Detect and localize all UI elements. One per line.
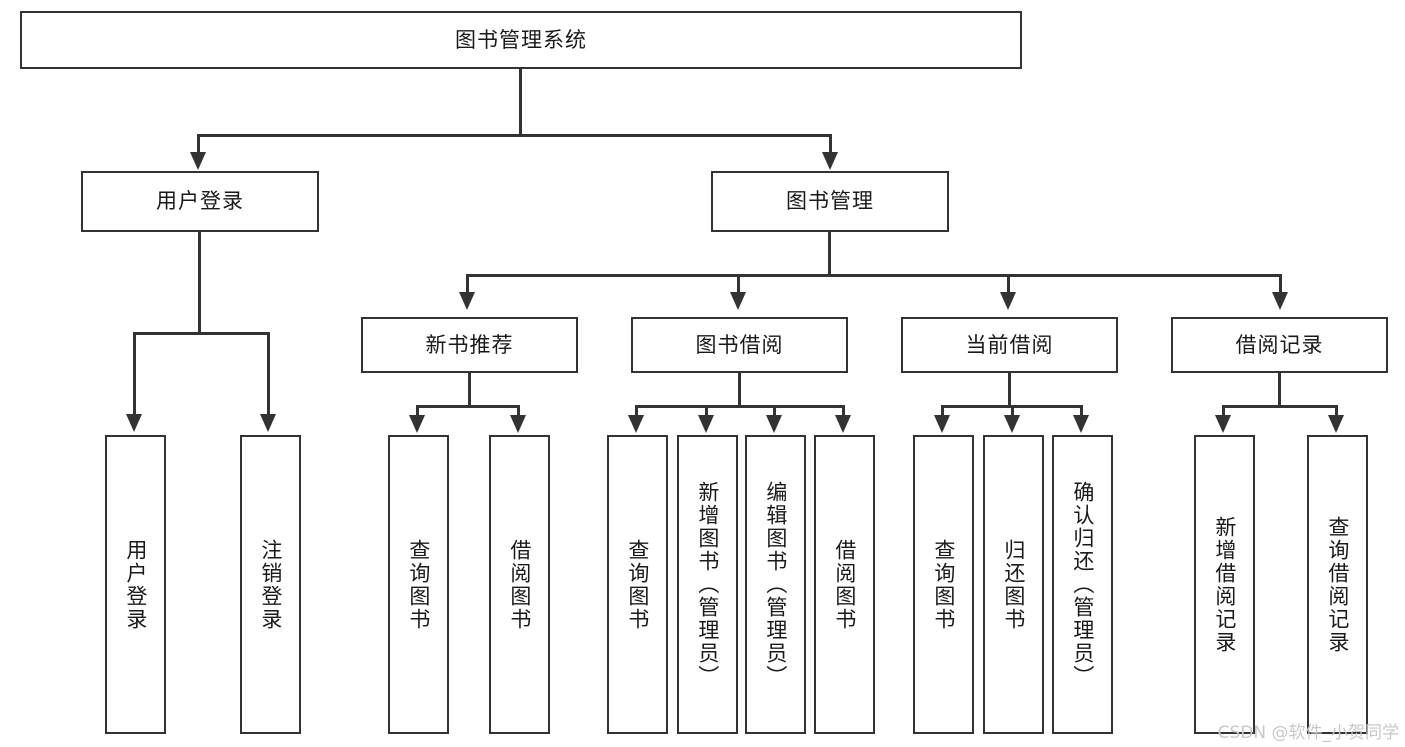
connector-root-drop-left	[197, 134, 200, 156]
connector-br-bus	[1222, 405, 1338, 408]
arrow-nbr-leaf-1	[409, 415, 425, 433]
node-label: 借阅图书	[507, 538, 532, 631]
connector-bm-drop-3	[1007, 274, 1010, 296]
node-book-manage[interactable]: 图书管理	[711, 171, 949, 232]
connector-user-login-drop-2	[267, 332, 270, 417]
arrow-cb-leaf-1	[934, 415, 950, 433]
node-label: 用户登录	[156, 189, 244, 214]
arrow-cb-leaf-3	[1073, 415, 1089, 433]
arrow-bb-leaf-3	[766, 415, 782, 433]
node-label: 当前借阅	[965, 332, 1054, 357]
node-label: 用户登录	[123, 538, 148, 631]
arrow-bb-leaf-1	[628, 415, 644, 433]
connector-br-drop-1	[1222, 405, 1225, 419]
leaf-bb-add-book-admin[interactable]: 新增图书（管理员）	[677, 435, 738, 734]
connector-root-stem	[519, 69, 522, 136]
connector-bm-drop-4	[1279, 274, 1282, 296]
connector-bb-drop-2	[705, 405, 708, 419]
leaf-nbr-query-book[interactable]: 查询图书	[388, 435, 449, 734]
arrow-bm-to-book-borrow	[730, 292, 746, 310]
leaf-br-query-record[interactable]: 查询借阅记录	[1307, 435, 1368, 734]
node-label: 图书管理系统	[455, 27, 587, 52]
connector-nbr-bus	[416, 405, 520, 408]
arrow-bm-to-borrow-record	[1272, 292, 1288, 310]
node-label: 查询图书	[931, 538, 956, 631]
leaf-bb-borrow-book[interactable]: 借阅图书	[814, 435, 875, 734]
arrow-nbr-leaf-2	[510, 415, 526, 433]
arrow-bb-leaf-2	[698, 415, 714, 433]
leaf-cb-return-book[interactable]: 归还图书	[983, 435, 1044, 734]
node-label: 查询图书	[406, 538, 431, 631]
connector-book-manage-bus	[466, 274, 1282, 277]
arrow-br-leaf-2	[1328, 415, 1344, 433]
connector-user-login-bus	[133, 332, 269, 335]
connector-nbr-drop-1	[416, 405, 419, 419]
arrow-bm-to-current-borrow	[1000, 292, 1016, 310]
node-label: 图书借阅	[695, 332, 784, 357]
node-label: 借阅图书	[832, 538, 857, 631]
arrow-root-to-book-manage	[822, 152, 838, 170]
arrow-root-to-user-login	[190, 152, 206, 170]
arrow-bm-to-new-book	[459, 292, 475, 310]
connector-root-drop-right	[829, 134, 832, 156]
csdn-watermark: CSDN @软件_小贺同学	[1217, 723, 1399, 743]
leaf-br-add-record[interactable]: 新增借阅记录	[1194, 435, 1255, 734]
arrow-cb-leaf-2	[1004, 415, 1020, 433]
node-label: 归还图书	[1001, 538, 1026, 631]
node-borrow-record[interactable]: 借阅记录	[1171, 317, 1388, 373]
node-label: 新书推荐	[425, 332, 514, 357]
connector-user-login-stem	[198, 232, 201, 335]
node-root-system[interactable]: 图书管理系统	[20, 11, 1022, 69]
connector-nbr-stem	[468, 373, 471, 408]
connector-book-manage-stem	[828, 232, 831, 277]
node-label: 新增图书（管理员）	[695, 481, 720, 688]
connector-br-drop-2	[1335, 405, 1338, 419]
connector-root-bus	[197, 134, 832, 137]
connector-bb-drop-1	[635, 405, 638, 419]
connector-nbr-drop-2	[517, 405, 520, 419]
leaf-cb-query-book[interactable]: 查询图书	[913, 435, 974, 734]
node-label: 编辑图书（管理员）	[763, 481, 788, 688]
leaf-user-login-logout[interactable]: 注销登录	[240, 435, 301, 734]
arrow-user-login-leaf-2	[260, 414, 276, 432]
connector-bm-drop-2	[737, 274, 740, 296]
node-label: 图书管理	[786, 189, 874, 214]
leaf-cb-confirm-return-admin[interactable]: 确认归还（管理员）	[1052, 435, 1113, 734]
connector-cb-drop-2	[1011, 405, 1014, 419]
arrow-br-leaf-1	[1215, 415, 1231, 433]
connector-bm-drop-1	[466, 274, 469, 296]
node-book-borrow[interactable]: 图书借阅	[631, 317, 848, 373]
connector-cb-stem	[1008, 373, 1011, 408]
node-label: 确认归还（管理员）	[1070, 481, 1095, 688]
connector-bb-stem	[738, 373, 741, 408]
node-label: 查询借阅记录	[1325, 515, 1350, 654]
leaf-user-login-login[interactable]: 用户登录	[105, 435, 166, 734]
node-label: 借阅记录	[1235, 332, 1324, 357]
connector-br-stem	[1278, 373, 1281, 408]
connector-bb-drop-4	[842, 405, 845, 419]
arrow-bb-leaf-4	[835, 415, 851, 433]
leaf-bb-query-book[interactable]: 查询图书	[607, 435, 668, 734]
node-new-book-recommend[interactable]: 新书推荐	[361, 317, 578, 373]
leaf-nbr-borrow-book[interactable]: 借阅图书	[489, 435, 550, 734]
node-label: 注销登录	[258, 538, 283, 631]
node-label: 查询图书	[625, 538, 650, 631]
node-user-login[interactable]: 用户登录	[81, 171, 319, 232]
connector-cb-drop-3	[1080, 405, 1083, 419]
leaf-bb-edit-book-admin[interactable]: 编辑图书（管理员）	[745, 435, 806, 734]
connector-user-login-drop-1	[133, 332, 136, 417]
connector-bb-drop-3	[773, 405, 776, 419]
connector-cb-drop-1	[941, 405, 944, 419]
node-current-borrow[interactable]: 当前借阅	[901, 317, 1118, 373]
arrow-user-login-leaf-1	[126, 414, 142, 432]
node-label: 新增借阅记录	[1212, 515, 1237, 654]
connector-bb-bus	[635, 405, 845, 408]
